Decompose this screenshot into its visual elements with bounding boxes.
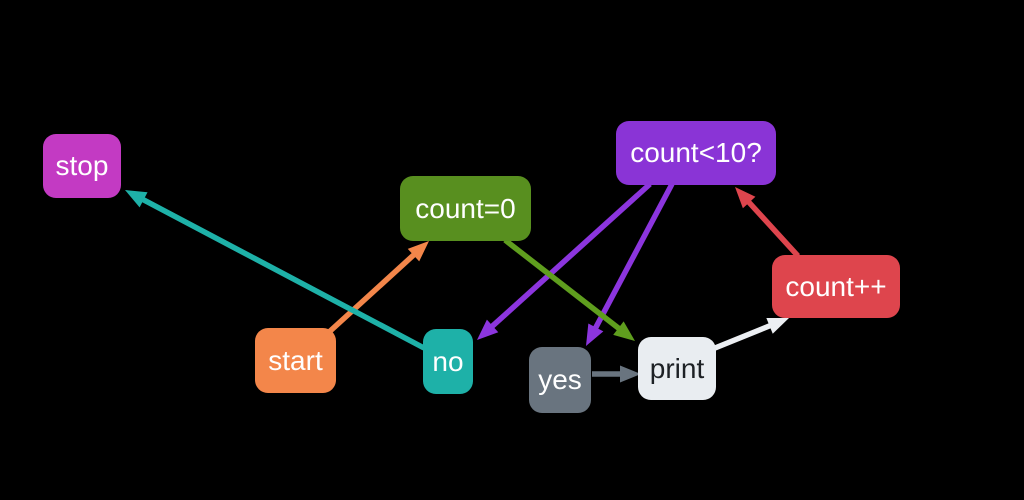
node-countpp[interactable]: count++: [772, 255, 900, 318]
arrowhead-start-to-count0: [407, 241, 429, 262]
node-stop[interactable]: stop: [43, 134, 121, 198]
node-label-print: print: [649, 352, 705, 384]
edge-countpp-to-count10: [745, 198, 801, 258]
node-label-yes: yes: [538, 364, 582, 395]
arrowhead-count10-to-no: [477, 319, 499, 340]
node-label-count10: count<10?: [630, 137, 762, 168]
node-label-start: start: [268, 344, 323, 376]
node-label-stop: stop: [55, 150, 109, 181]
node-no[interactable]: no: [423, 329, 473, 394]
node-count0[interactable]: count=0: [400, 176, 531, 241]
arrowhead-count10-to-yes: [586, 323, 604, 346]
edge-start-to-count0: [326, 251, 418, 336]
arrowhead-no-to-stop: [125, 190, 148, 208]
edge-count0-to-print: [503, 237, 623, 333]
arrowhead-countpp-to-count10: [735, 187, 756, 209]
node-yes[interactable]: yes: [529, 347, 591, 413]
arrowhead-print-to-countpp: [766, 318, 789, 334]
node-count10[interactable]: count<10?: [616, 121, 776, 185]
edge-count10-to-no: [488, 181, 652, 330]
node-label-countpp: count++: [785, 270, 887, 302]
node-print[interactable]: print: [638, 337, 716, 400]
node-start[interactable]: start: [255, 328, 336, 393]
node-label-count0: count=0: [415, 192, 516, 224]
edge-print-to-countpp: [713, 322, 774, 351]
edge-no-to-stop: [139, 195, 426, 351]
arrowhead-count0-to-print: [613, 321, 635, 341]
arrowhead-yes-to-print: [620, 365, 641, 383]
edge-count10-to-yes: [592, 182, 675, 332]
node-label-no: no: [432, 345, 464, 377]
